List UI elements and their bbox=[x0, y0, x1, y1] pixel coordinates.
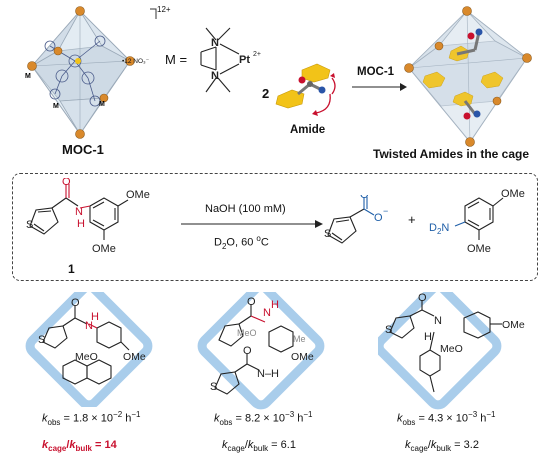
carboxylate-product: S O O − bbox=[324, 195, 388, 244]
cage-with-amides bbox=[404, 6, 532, 147]
arrow-reagent-label: MOC-1 bbox=[357, 66, 395, 78]
panel-1-kobs: kobs = 1.8 × 10−2 h−1 bbox=[42, 410, 141, 427]
cage-charge: 12+ bbox=[157, 5, 171, 14]
o-atom: O bbox=[71, 297, 80, 309]
moc-cage-structure: M M M bbox=[25, 6, 135, 139]
panel-1-ratio: kcage/kbulk = 14 bbox=[42, 439, 117, 454]
panel-2-complex: O N H MeO Me OMe S O N–H bbox=[197, 292, 325, 410]
o-atom: O bbox=[360, 195, 369, 201]
moc-label: MOC-1 bbox=[62, 142, 104, 157]
compound-number: 1 bbox=[68, 262, 75, 276]
reagent-number: 2 bbox=[262, 86, 270, 101]
nh-group: N–H bbox=[257, 368, 279, 380]
m-equals: M = bbox=[165, 52, 188, 67]
h-atom: H bbox=[77, 218, 85, 230]
cage-caption: Twisted Amides in the cage bbox=[373, 147, 530, 161]
panel-3-kobs: kobs = 4.3 × 10−3 h−1 bbox=[397, 410, 496, 427]
top-reaction-arrow bbox=[352, 83, 407, 91]
h-atom: H bbox=[271, 299, 279, 311]
s-atom: S bbox=[385, 324, 392, 336]
ome-group: OMe bbox=[502, 319, 525, 331]
s-atom: S bbox=[38, 334, 45, 346]
d2n-group: D2N bbox=[429, 222, 449, 236]
n-atom: N bbox=[211, 70, 219, 82]
meo-group: MeO bbox=[440, 343, 463, 355]
h-atom: H bbox=[91, 311, 99, 323]
ome-group: OMe bbox=[92, 243, 116, 255]
m-vertex-label: M bbox=[99, 101, 105, 108]
n-atom: N bbox=[75, 206, 83, 218]
panel-2-ratio: kcage/kbulk = 6.1 bbox=[222, 439, 296, 454]
meo-group: MeO bbox=[75, 351, 98, 363]
o-atom: O bbox=[418, 292, 427, 304]
s-atom: S bbox=[26, 219, 33, 231]
reaction-scheme-box bbox=[12, 173, 538, 281]
meo-group: MeO bbox=[237, 328, 257, 338]
pt-charge: 2+ bbox=[253, 51, 261, 58]
ome-group: OMe bbox=[291, 351, 314, 363]
charge-bracket bbox=[150, 8, 157, 19]
pt-atom: Pt bbox=[239, 54, 250, 66]
m-vertex-label: M bbox=[53, 103, 59, 110]
s-atom: S bbox=[210, 381, 217, 393]
o-atom: O bbox=[62, 178, 71, 188]
m-vertex-label: M bbox=[25, 73, 31, 80]
o-atom: O bbox=[243, 345, 252, 357]
aniline-product: OMe OMe D2N bbox=[429, 188, 525, 255]
n-atom: N bbox=[85, 320, 93, 332]
n-atom: N bbox=[211, 37, 219, 49]
ome-group: OMe bbox=[123, 351, 146, 363]
panel-2-kobs: kobs = 8.2 × 10−3 h−1 bbox=[214, 410, 313, 427]
n-atom: N bbox=[263, 307, 271, 319]
h-atom: H bbox=[424, 331, 432, 343]
plus-sign: + bbox=[408, 212, 416, 227]
conditions-top: NaOH (100 mM) bbox=[205, 203, 286, 215]
o-atom: O bbox=[247, 296, 256, 308]
pt-tmeda-structure: N N Pt 2+ bbox=[200, 27, 261, 93]
n-atom: N bbox=[434, 315, 442, 327]
panel-3-complex: S O N H MeO OMe bbox=[378, 292, 525, 410]
main-reaction-arrow bbox=[181, 220, 323, 228]
me-group: Me bbox=[293, 334, 306, 344]
amide-structure bbox=[275, 63, 336, 116]
panel-1-complex: S O N H MeO OMe bbox=[25, 292, 153, 407]
ome-group: OMe bbox=[126, 189, 150, 201]
ome-group: OMe bbox=[467, 243, 491, 255]
o-atom: O bbox=[374, 212, 383, 224]
counter-ion-label: •12 NO₃⁻ bbox=[122, 58, 150, 65]
s-atom: S bbox=[324, 228, 331, 240]
panel-3-ratio: kcage/kbulk = 3.2 bbox=[405, 439, 479, 454]
amide-label: Amide bbox=[290, 124, 326, 136]
compound-1-structure: S O N H OMe OMe bbox=[26, 178, 150, 255]
conditions-bottom: D2O, 60 oC bbox=[214, 234, 269, 251]
carboxylate-charge: − bbox=[383, 206, 388, 216]
ome-group: OMe bbox=[501, 188, 525, 200]
